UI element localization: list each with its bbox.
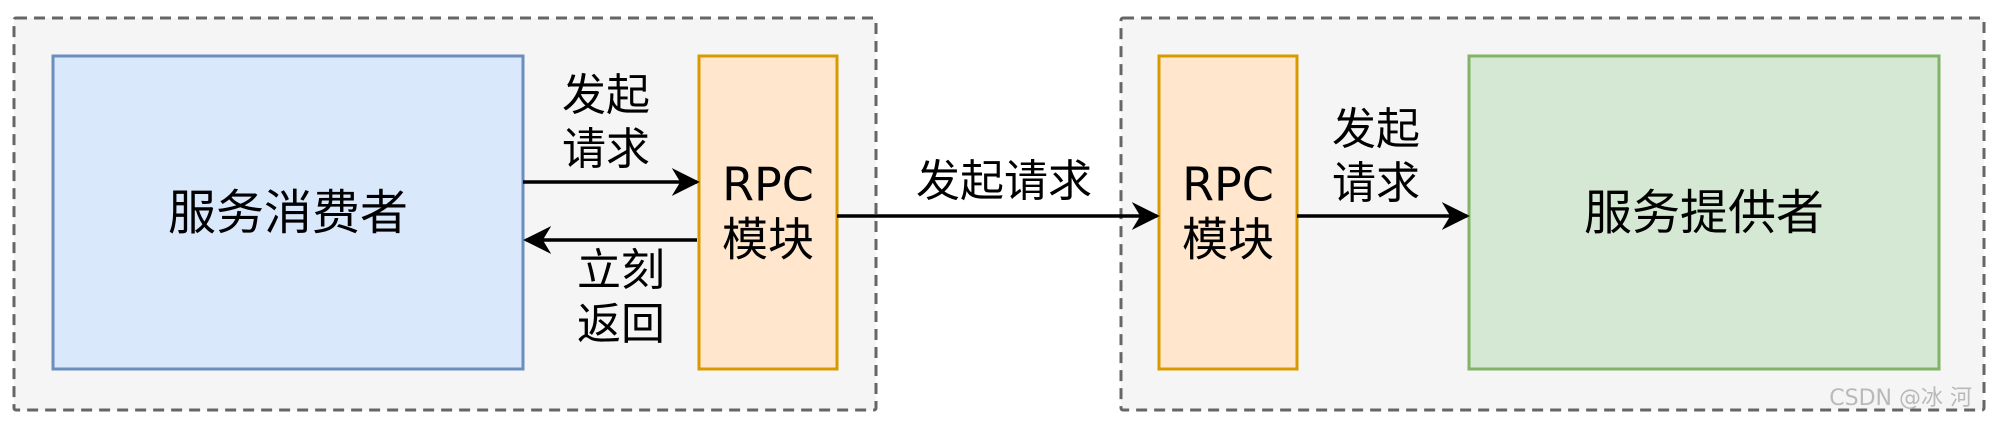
provider-rpc-module-label-line2: 模块 (1182, 213, 1274, 267)
provider-rpc-module-label-line1: RPC (1182, 158, 1274, 212)
provider-group: RPC 模块 服务提供者 发起 请求 (1119, 16, 1986, 412)
immediate-return-label-line1: 立刻 (577, 245, 665, 296)
watermark-text: CSDN @冰 河 (1829, 386, 1972, 411)
provider-request-label-line2: 请求 (1332, 158, 1420, 209)
service-consumer-label: 服务消费者 (168, 185, 408, 241)
service-provider-label: 服务提供者 (1584, 185, 1824, 241)
provider-rpc-module-box[interactable] (1157, 54, 1299, 371)
provider-request-label-line1: 发起 (1332, 104, 1420, 155)
consumer-group: 服务消费者 RPC 模块 发起 请求 立刻 返回 (12, 16, 878, 412)
service-provider-box[interactable] (1467, 54, 1941, 371)
consumer-rpc-module-box[interactable] (697, 54, 839, 371)
consumer-rpc-module-label-line1: RPC (722, 158, 814, 212)
inter-rpc-request-label: 发起请求 (916, 156, 1092, 207)
consumer-rpc-module-label-line2: 模块 (722, 213, 814, 267)
consumer-request-label-line2: 请求 (562, 124, 650, 175)
service-consumer-box[interactable] (51, 54, 525, 371)
immediate-return-label-line2: 返回 (577, 299, 665, 350)
consumer-request-label-line1: 发起 (562, 70, 650, 121)
